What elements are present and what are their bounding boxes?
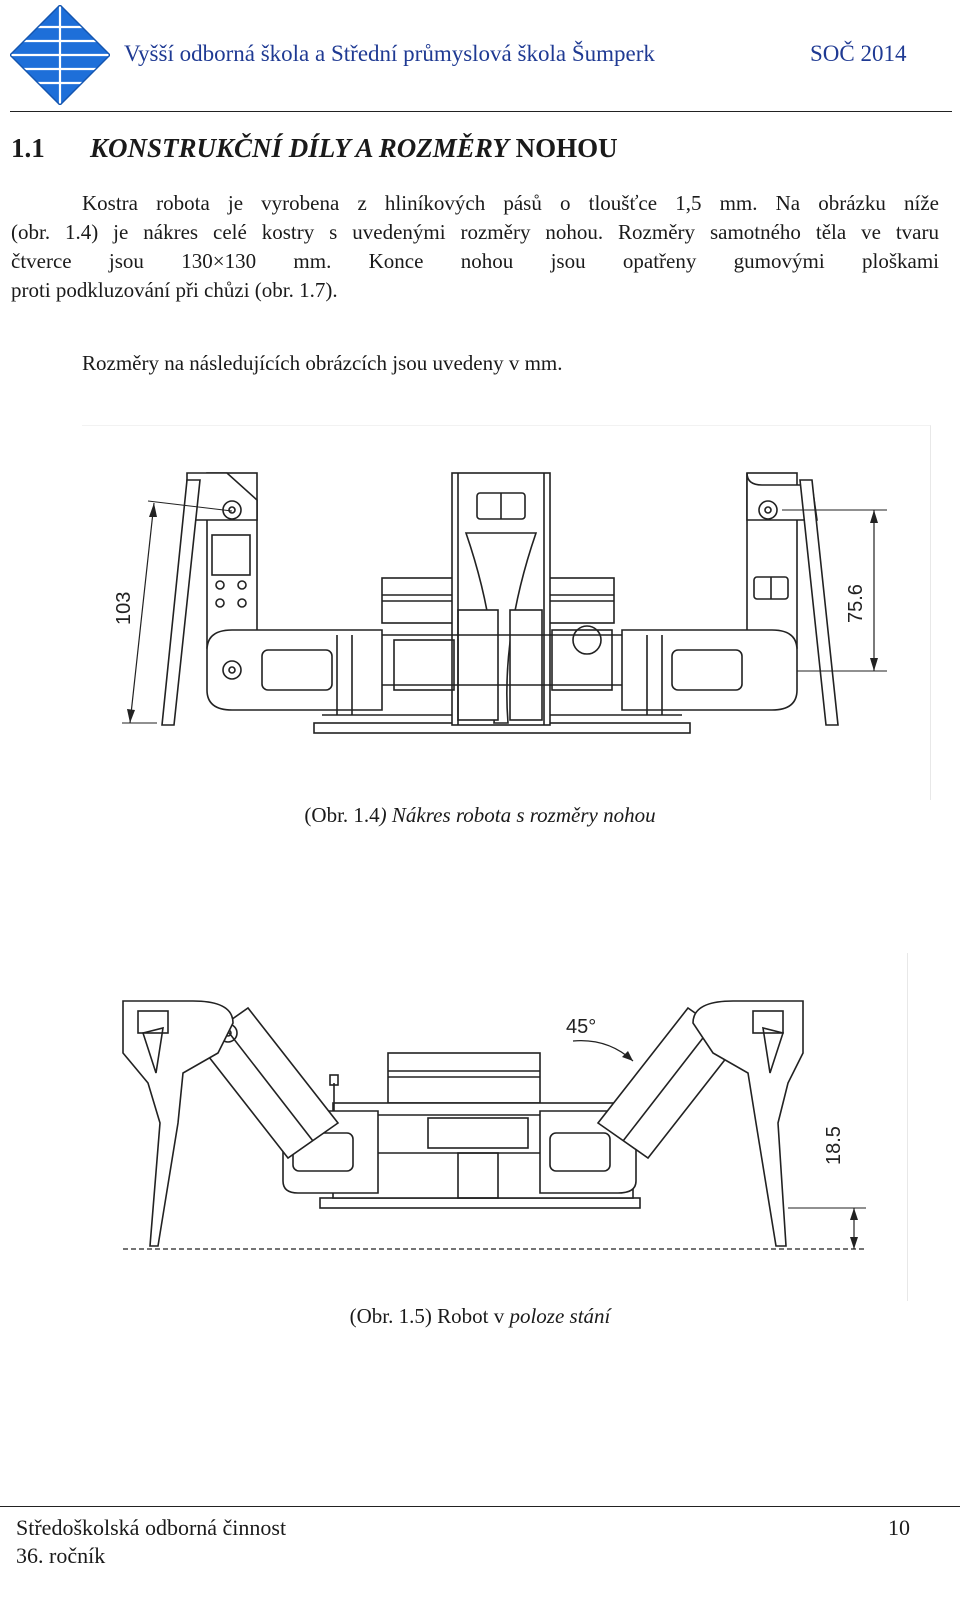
figure1-caption-italic: ) Nákres robota s rozměry nohou [379,803,656,827]
paragraph-line: (obr. 1.4) je nákres celé kostry s uvede… [11,220,939,244]
figure1-caption-plain: (Obr. 1.4 [304,803,380,827]
robot-drawing-legs-dimensions: 103 75.6 [113,472,887,734]
section-title: KONSTRUKČNÍ DÍLY A ROZMĚRY NOHOU [90,133,618,164]
paragraph-line: proti podkluzování při chůzi (obr. 1.7). [11,278,338,302]
figure2-caption-italic: poloze stání [509,1304,611,1328]
paragraph-line: čtverce jsou 130×130 mm. Konce nohou jso… [11,249,939,273]
robot-drawing-standing-pose: 45° 18.5 [122,1000,866,1250]
dimension-label-75-6: 75.6 [845,584,867,623]
footer-label: Středoškolská odborná činnost [16,1515,287,1540]
body-paragraph: Kostra robota je vyrobena z hliníkových … [11,189,939,305]
section-title-rest: NOHOU [508,133,618,163]
competition-label: SOČ 2014 [810,41,907,66]
section-title-italic: KONSTRUKČNÍ DÍLY A ROZMĚRY [90,133,509,163]
header-divider [10,111,952,112]
school-logo-icon [10,5,110,105]
figure1-caption: (Obr. 1.4) Nákres robota s rozměry nohou [0,803,960,828]
dimension-label-18-5: 18.5 [823,1126,845,1165]
footer-year-label: 36. ročník [16,1543,106,1568]
paragraph-line: Kostra robota je vyrobena z hliníkových … [82,191,939,215]
page-number: 10 [888,1515,910,1540]
angle-label-45: 45° [566,1016,596,1038]
footer-divider [0,1506,960,1507]
figure1-frame [82,425,931,800]
figure2-caption: (Obr. 1.5) Robot v poloze stání [0,1304,960,1329]
figure2-frame [88,953,908,1301]
section-number: 1.1 [11,133,45,163]
units-note: Rozměry na následujících obrázcích jsou … [82,351,563,375]
dimension-label-103: 103 [113,592,135,625]
figure2-caption-plain: (Obr. 1.5) Robot v [349,1304,510,1328]
school-name: Vyšší odborná škola a Střední průmyslová… [124,41,655,66]
